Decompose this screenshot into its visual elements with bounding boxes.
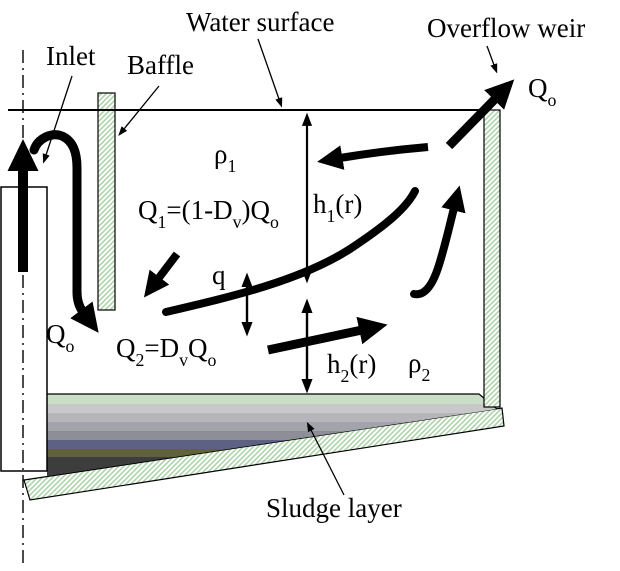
- qo-outflow-label: Qo: [528, 73, 557, 110]
- baffle-wall: [97, 92, 116, 311]
- baffle-callout-arrow: [118, 85, 160, 137]
- water-surface-label: Water surface: [186, 7, 335, 37]
- overflow-weir-callout-arrow: [486, 45, 498, 74]
- qo-inlet-label: Qo: [46, 319, 75, 356]
- inlet-callout-arrow: [42, 75, 73, 164]
- weir-outflow-arrow: [445, 79, 515, 150]
- water-surface-callout-arrow: [257, 38, 283, 108]
- density-interface-curve: [162, 187, 419, 316]
- rho2-label: ρ2: [408, 348, 431, 385]
- sludge-band: [47, 422, 497, 431]
- h1-label: h1(r): [313, 189, 363, 226]
- sludge-band: [47, 404, 497, 413]
- baffle-label: Baffle: [127, 50, 194, 80]
- sludge-band: [47, 413, 497, 422]
- overflow-weir-label: Overflow weir: [427, 13, 586, 43]
- sludge-layer-callout-arrow: [306, 421, 345, 496]
- sludge-band: [47, 431, 497, 440]
- q2-equation-label: Q2=DvQo: [116, 333, 217, 370]
- right-upwelling-arrow: [410, 185, 466, 299]
- q1-equation-label: Q1=(1-Dv)Qo: [138, 195, 279, 232]
- sludge-layer-label: Sludge layer: [266, 493, 402, 523]
- inlet-label: Inlet: [46, 41, 96, 71]
- h2-label: h2(r): [327, 349, 377, 386]
- q-interface-label: q: [212, 260, 226, 290]
- sludge-band: [47, 394, 497, 404]
- q1-flow-arrow: [143, 251, 181, 298]
- inlet-overflow-down-arrow: [29, 130, 99, 333]
- rho1-label: ρ1: [214, 139, 237, 176]
- q2-flow-arrow: [267, 316, 388, 355]
- tank-floor: [23, 407, 505, 501]
- overflow-weir-wall: [483, 109, 501, 408]
- surface-return-arrow: [317, 143, 429, 170]
